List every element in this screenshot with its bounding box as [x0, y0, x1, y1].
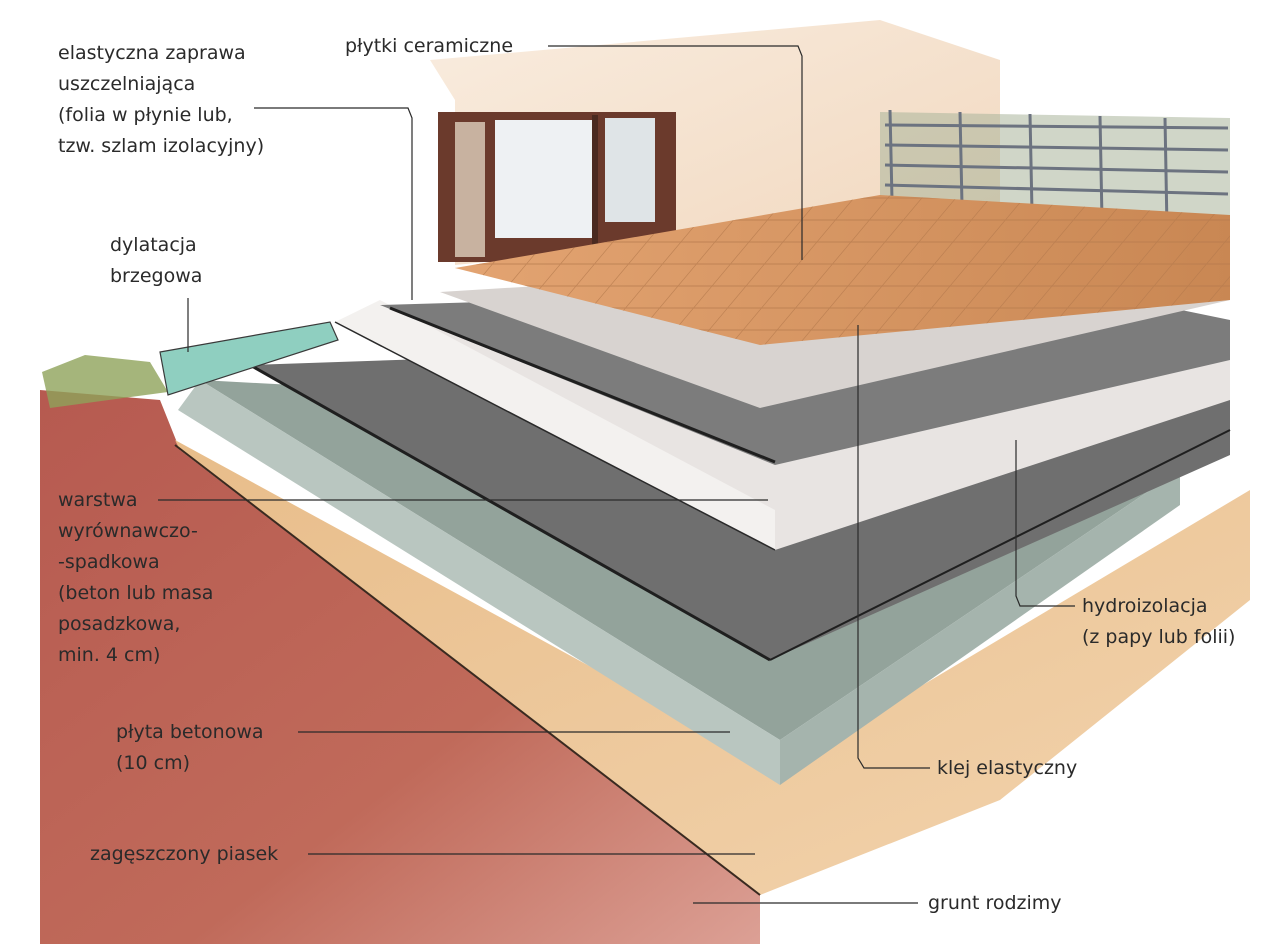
label-leveling-layer: warstwa wyrównawczo- -spadkowa (beton lu… [58, 485, 213, 671]
label-concrete-slab: płyta betonowa (10 cm) [116, 717, 264, 779]
label-concrete-slab-line-2: (10 cm) [116, 752, 190, 774]
label-waterproofing: hydroizolacja (z papy lub folii) [1082, 591, 1235, 653]
label-elastic-mortar-line-4: tzw. szlam izolacyjny) [58, 135, 265, 157]
label-elastic-mortar-line-3: (folia w płynie lub, [58, 104, 233, 126]
label-leveling-layer-line-2: wyrównawczo- [58, 520, 198, 542]
native-soil [40, 390, 760, 944]
leader-line-ceramic-tiles [548, 45, 803, 260]
edge-dilatation [159, 321, 339, 396]
label-edge-dilatation: dylatacja brzegowa [110, 230, 202, 292]
label-leveling-layer-line-5: posadzkowa, [58, 613, 181, 635]
label-waterproofing-line-1: hydroizolacja [1082, 595, 1208, 617]
concrete-slab-right-side [780, 470, 1180, 785]
label-edge-dilatation-line-1: dylatacja [110, 234, 197, 256]
label-native-soil: grunt rodzimy [928, 892, 1062, 914]
leveling-screed-side [335, 300, 775, 550]
label-ceramic-tiles: płytki ceramiczne [345, 35, 514, 57]
concrete-slab-side [178, 380, 780, 785]
leader-line-waterproofing [1015, 440, 1075, 607]
label-edge-dilatation-line-2: brzegowa [110, 265, 203, 287]
label-leveling-layer-line-6: min. 4 cm) [58, 644, 161, 666]
grass [42, 355, 168, 408]
label-compacted-sand: zagęszczony piasek [90, 843, 279, 865]
compacted-sand [175, 440, 1250, 895]
label-elastic-mortar-line-1: elastyczna zaprawa [58, 42, 246, 64]
label-elastic-mortar: elastyczna zaprawa uszczelniająca (folia… [58, 38, 264, 162]
leader-line-elastic-mortar [254, 107, 413, 300]
leader-line-adhesive [857, 325, 930, 769]
label-leveling-layer-line-4: (beton lub masa [58, 582, 214, 604]
label-waterproofing-line-2: (z papy lub folii) [1082, 626, 1236, 648]
label-leveling-layer-line-3: -spadkowa [58, 551, 160, 573]
leader-lines [158, 45, 1075, 904]
label-concrete-slab-line-1: płyta betonowa [116, 721, 264, 743]
label-elastic-mortar-line-2: uszczelniająca [58, 73, 196, 95]
label-leveling-layer-line-1: warstwa [58, 489, 138, 511]
label-flexible-adhesive: klej elastyczny [937, 757, 1078, 779]
